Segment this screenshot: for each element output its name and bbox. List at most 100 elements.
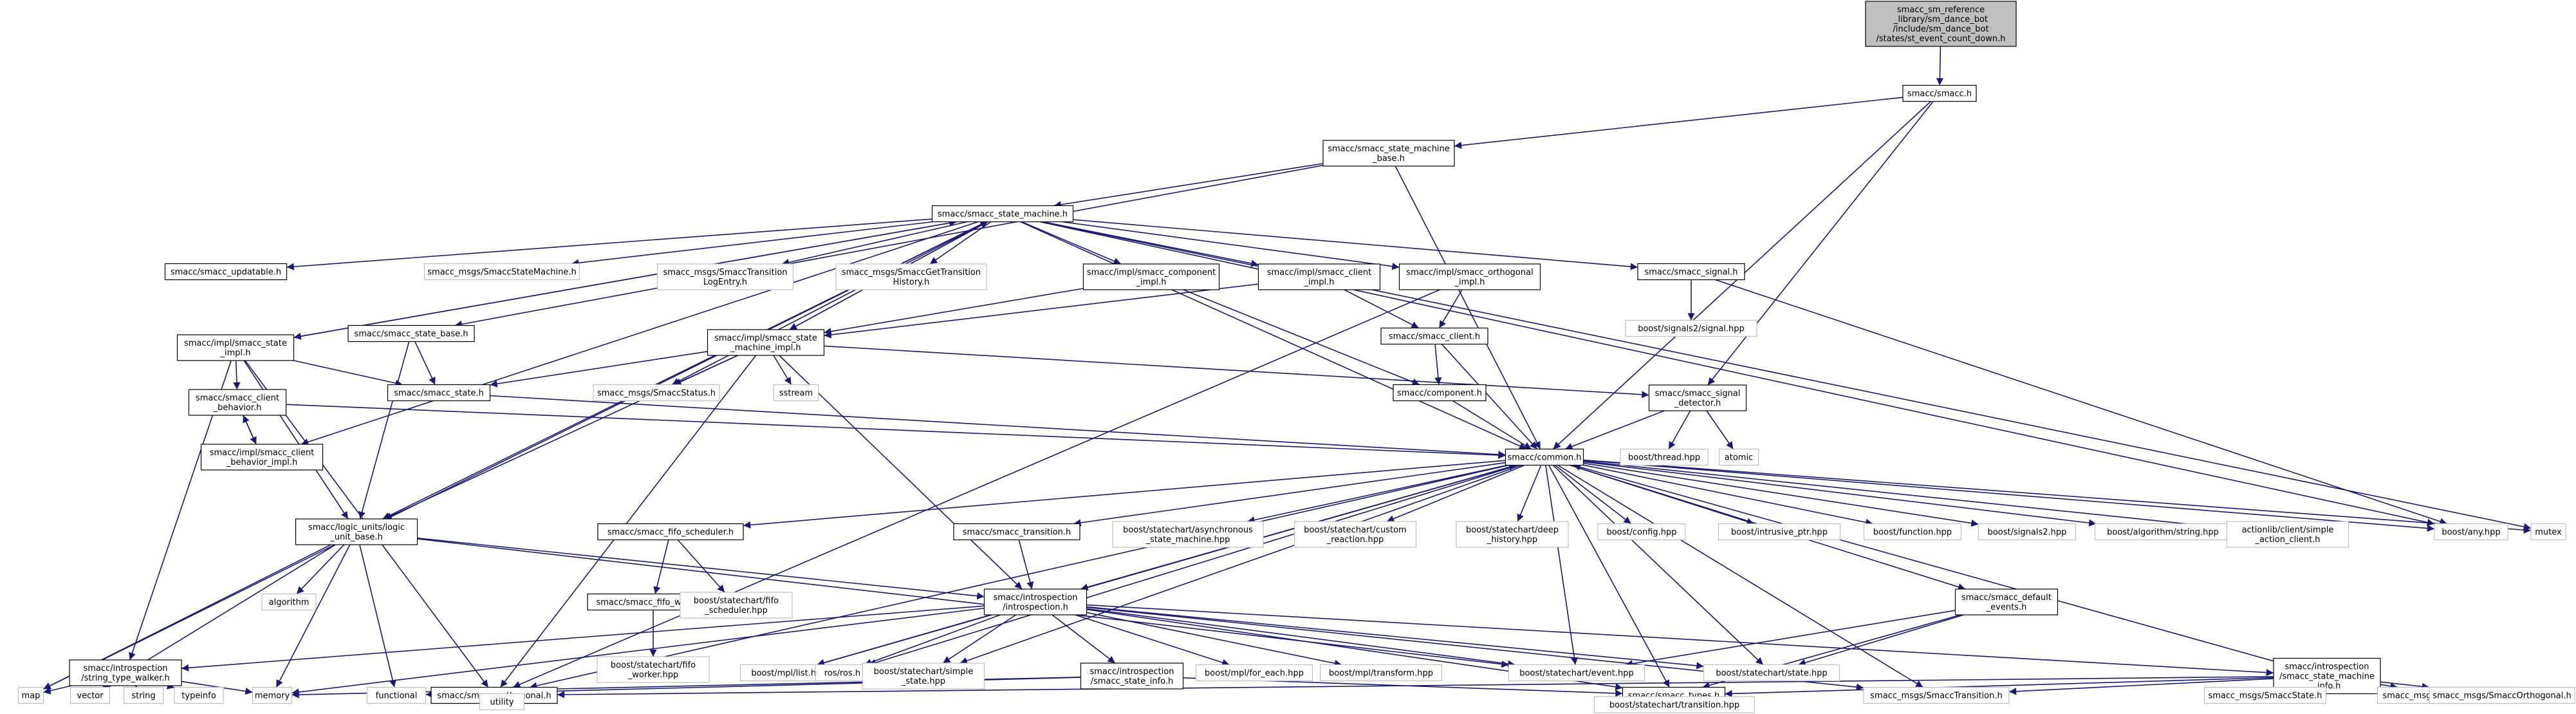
node-box	[656, 263, 794, 290]
node-orth-impl[interactable]: smacc/impl/smacc_orthogonal_impl.h	[1398, 263, 1541, 290]
node-functional: functional	[366, 686, 427, 704]
edge-sig_det-to-atomic	[1706, 410, 1734, 449]
node-client-impl[interactable]: smacc/impl/smacc_client_impl.h	[1257, 263, 1381, 290]
node-label-line: /smacc_state_machine	[2279, 672, 2375, 682]
edge-client_impl-to-client_h	[1344, 289, 1420, 329]
node-box	[1456, 521, 1569, 548]
node-label-line: _base.h	[1372, 154, 1405, 164]
edge-common_h-to-transition_h	[1073, 462, 1506, 527]
node-state-base[interactable]: smacc/smacc_state_base.h	[347, 324, 475, 343]
node-label-line: smacc/impl/smacc_orthogonal	[1406, 268, 1533, 277]
node-comp-impl[interactable]: smacc/impl/smacc_component_impl.h	[1082, 263, 1220, 290]
edge-lu_base-to-intro_h	[417, 538, 985, 600]
node-sm-base[interactable]: smacc/smacc_state_machine_base.h	[1322, 140, 1455, 167]
node-box	[2434, 523, 2508, 541]
edge-stw-to-memory	[181, 681, 253, 695]
edge-intro_h-to-mpl_transform	[1086, 612, 1342, 667]
node-stw[interactable]: smacc/introspection/string_type_walker.h	[69, 659, 182, 686]
node-sm-h[interactable]: smacc/smacc_state_machine.h	[931, 205, 1074, 223]
node-label-line: boost/statechart/transition.hpp	[1609, 700, 1739, 710]
node-box	[1257, 263, 1381, 290]
node-box	[1082, 263, 1220, 290]
node-sig-det[interactable]: smacc/smacc_signal_detector.h	[1648, 384, 1747, 411]
node-smacc-h[interactable]: smacc/smacc.h	[1902, 84, 1977, 102]
node-label-line: ros/ros.h	[824, 669, 860, 679]
node-client-beh[interactable]: smacc/smacc_client_behavior.h	[188, 389, 287, 416]
edge-smi-to-orthogonal_h	[557, 676, 2274, 699]
edge-state_base-to-lu_base	[358, 341, 410, 520]
edge-state_impl-to-sm_h	[293, 219, 957, 338]
edge-sm_h-to-signal_h	[1073, 219, 1638, 270]
node-box	[1597, 523, 1686, 541]
edge-intro_h-to-mpl_foreach	[1075, 614, 1230, 666]
node-box	[1648, 384, 1747, 411]
node-label-line: boost/statechart/asynchronous	[1123, 525, 1253, 535]
node-box	[1863, 686, 2010, 704]
node-label-line: LogEntry.h	[703, 277, 747, 287]
node-label-line: typeinfo	[181, 691, 216, 701]
edge-smi-to-msgs_orth	[2380, 681, 2430, 690]
node-default-events[interactable]: smacc/smacc_default_events.h	[1954, 588, 2059, 615]
node-label-line: smacc_msgs/SmaccGetTransition	[842, 268, 981, 277]
node-label-line: smacc/smacc_transition.h	[963, 528, 1071, 538]
edge-common_h-to-sc_async	[1247, 464, 1508, 524]
node-label-line: boost/statechart/state.hpp	[1716, 669, 1827, 679]
node-typeinfo: typeinfo	[174, 686, 224, 704]
node-label-line: smacc/component.h	[1397, 389, 1482, 399]
node-box	[1863, 523, 1962, 541]
node-msgs-state: smacc_msgs/SmaccState.h	[2203, 686, 2327, 704]
node-label-line: _scheduler.hpp	[704, 606, 768, 615]
node-common-h[interactable]: smacc/common.h	[1505, 448, 1584, 466]
node-box	[1718, 448, 1759, 466]
node-box	[2530, 523, 2566, 541]
node-fifo-sched[interactable]: smacc/smacc_fifo_scheduler.h	[597, 523, 744, 541]
node-box	[983, 588, 1088, 615]
node-label-line: _impl.h	[219, 348, 250, 358]
node-label-line: smacc_msgs/SmaccState.h	[2209, 691, 2322, 701]
node-label-line: boost/algorithm/string.hpp	[2107, 528, 2219, 538]
node-state-info[interactable]: smacc/introspection/smacc_state_info.h	[1080, 662, 1184, 690]
node-state-impl[interactable]: smacc/impl/smacc_state_impl.h	[176, 334, 295, 361]
node-label-line: boost/config.hpp	[1606, 528, 1676, 538]
node-label-line: vector	[77, 691, 104, 701]
node-label-line: _events.h	[1986, 603, 2027, 612]
node-updatable[interactable]: smacc/smacc_updatable.h	[164, 263, 288, 281]
node-mpl-foreach: boost/mpl/for_each.hpp	[1195, 664, 1313, 682]
node-box	[773, 384, 819, 402]
node-label-line: smacc/impl/smacc_state	[714, 334, 817, 343]
edge-common_h-to-sc_custom	[1386, 464, 1525, 522]
node-box	[1902, 84, 1977, 102]
node-signals2: boost/signals2.hpp	[1978, 523, 2077, 541]
edge-state_h-to-common_h	[490, 395, 1506, 458]
node-box	[252, 686, 293, 704]
edge-lu_base-to-memory	[275, 544, 351, 688]
node-client-beh-impl[interactable]: smacc/impl/smacc_client_behavior_impl.h	[200, 444, 324, 471]
node-label-line: _behavior.h	[213, 403, 262, 413]
node-label-line: smacc/introspection	[993, 593, 1077, 603]
node-component-h[interactable]: smacc/component.h	[1393, 384, 1487, 402]
edge-state_base-to-state_h	[414, 341, 436, 385]
edge-smi-to-types_h	[1725, 677, 2274, 697]
node-transition-h[interactable]: smacc/smacc_transition.h	[953, 523, 1080, 541]
edge-state_impl-to-lu_base	[243, 360, 349, 520]
node-signal-h[interactable]: smacc/smacc_signal.h	[1637, 263, 1745, 281]
node-box	[1718, 523, 1841, 541]
node-box	[680, 592, 793, 619]
node-box	[2094, 523, 2232, 541]
edge-client_beh_impl-to-client_beh	[243, 415, 257, 445]
node-label-line: _unit_base.h	[329, 532, 383, 542]
node-smsm-impl[interactable]: smacc/impl/smacc_state_machine_impl.h	[707, 329, 825, 356]
node-client-h[interactable]: smacc/smacc_client.h	[1380, 327, 1488, 345]
node-state-h[interactable]: smacc/smacc_state.h	[387, 384, 491, 402]
node-label-line: smacc/smacc_fifo_scheduler.h	[607, 528, 734, 538]
edge-sm_h-to-orth_impl	[1062, 221, 1400, 270]
node-label-line: _machine_impl.h	[730, 343, 801, 353]
edge-lu_base-to-sc_event	[417, 538, 1509, 668]
node-actionlib: actionlib/client/simple_action_client.h	[2226, 521, 2349, 548]
node-lu-base[interactable]: smacc/logic_units/logic_unit_base.h	[295, 518, 418, 545]
node-intro-h[interactable]: smacc/introspection/introspection.h	[983, 588, 1088, 615]
node-label-line: smacc_msgs/SmaccOrthogonal.h	[2432, 691, 2571, 701]
node-label-line: smacc_msgs/SmaccTransition	[663, 268, 787, 277]
node-label-line: smacc/common.h	[1507, 453, 1581, 463]
